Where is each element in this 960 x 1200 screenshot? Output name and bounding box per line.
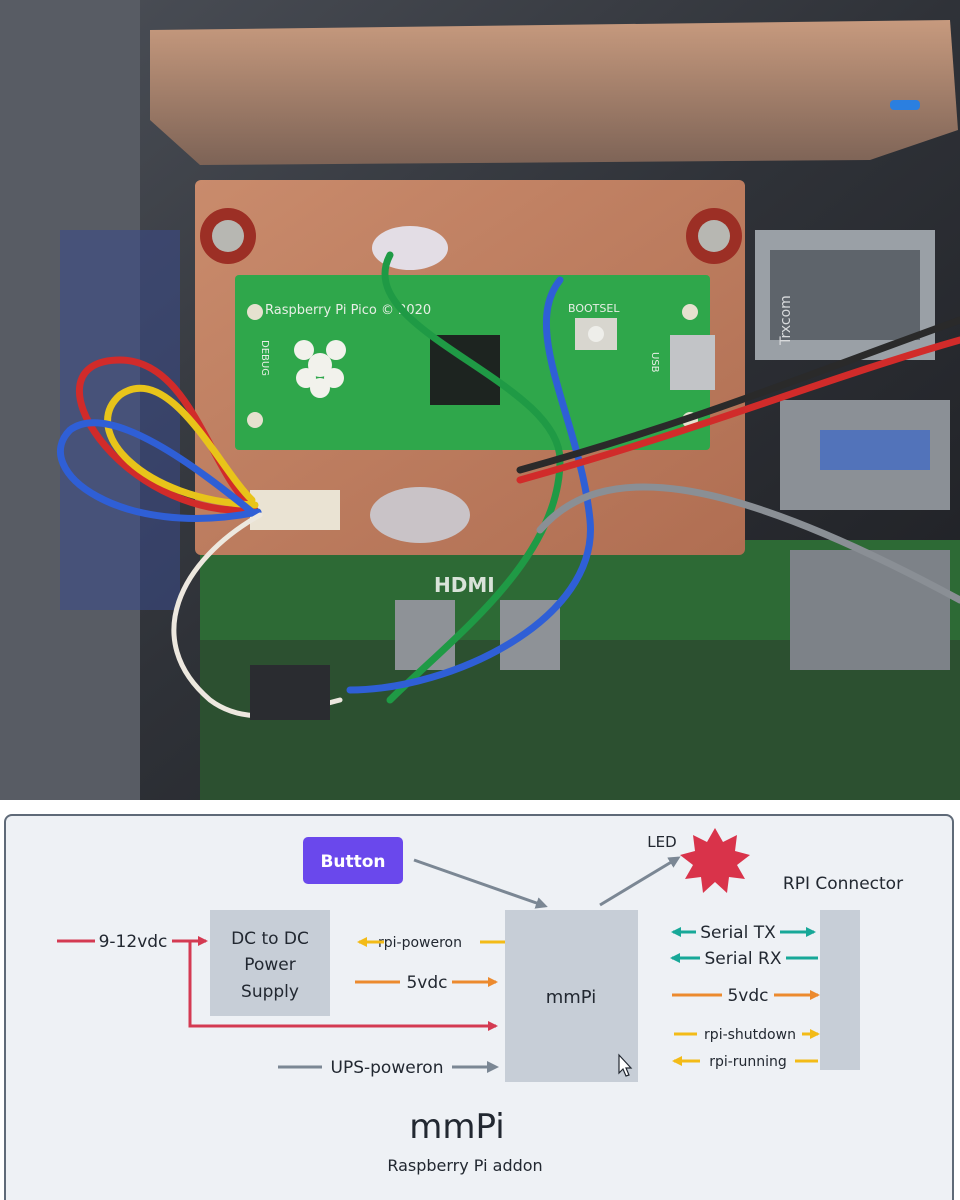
ups-poweron-label: UPS-poweron bbox=[331, 1058, 444, 1078]
diagram-subtitle: Raspberry Pi addon bbox=[387, 1156, 542, 1175]
led-star-icon bbox=[680, 828, 750, 893]
pico-silkscreen: Raspberry Pi Pico © 2020 bbox=[265, 303, 431, 318]
diagram-title: mmPi bbox=[409, 1107, 504, 1147]
mouse-cursor-icon bbox=[618, 1053, 633, 1077]
rpi-connector-label: RPI Connector bbox=[783, 874, 903, 894]
mmpi-to-led-arrow bbox=[599, 856, 681, 907]
serial-rx-label: Serial RX bbox=[705, 949, 782, 969]
dc-supply-block bbox=[210, 910, 330, 1016]
vin-arrow-to-mmpi bbox=[188, 941, 498, 1031]
button-to-mmpi-arrow bbox=[413, 858, 548, 909]
button-label: Button bbox=[320, 852, 385, 872]
5vdc-left-label: 5vdc bbox=[406, 973, 447, 993]
dc-supply-label-2: Power bbox=[244, 955, 295, 975]
dc-supply-label-3: Supply bbox=[241, 982, 299, 1002]
debug-silkscreen: DEBUG bbox=[259, 340, 270, 376]
diagram-panel bbox=[4, 814, 954, 1200]
rpi-running-label: rpi-running bbox=[709, 1054, 787, 1070]
magjack-label: Trxcom bbox=[778, 295, 794, 346]
rpi-poweron-label: rpi-poweron bbox=[378, 935, 462, 951]
serial-tx-label: Serial TX bbox=[700, 923, 776, 943]
dc-supply-label-1: DC to DC bbox=[231, 929, 309, 949]
vin-label: 9-12vdc bbox=[99, 932, 168, 952]
bootsel-silkscreen: BOOTSEL bbox=[568, 302, 620, 315]
hdmi-silkscreen: HDMI bbox=[434, 573, 495, 597]
rpi-shutdown-label: rpi-shutdown bbox=[704, 1027, 796, 1043]
usb-silkscreen: USB bbox=[649, 352, 660, 373]
button-block[interactable] bbox=[303, 837, 403, 884]
led-label: LED bbox=[647, 833, 676, 851]
mmpi-block-label: mmPi bbox=[546, 987, 597, 1008]
rpi-connector-block bbox=[820, 910, 860, 1070]
hardware-photo: Raspberry Pi Pico © 2020 BOOTSEL DEBUG U… bbox=[0, 0, 960, 800]
5vdc-right-label: 5vdc bbox=[727, 986, 768, 1006]
mmpi-block bbox=[505, 910, 638, 1082]
